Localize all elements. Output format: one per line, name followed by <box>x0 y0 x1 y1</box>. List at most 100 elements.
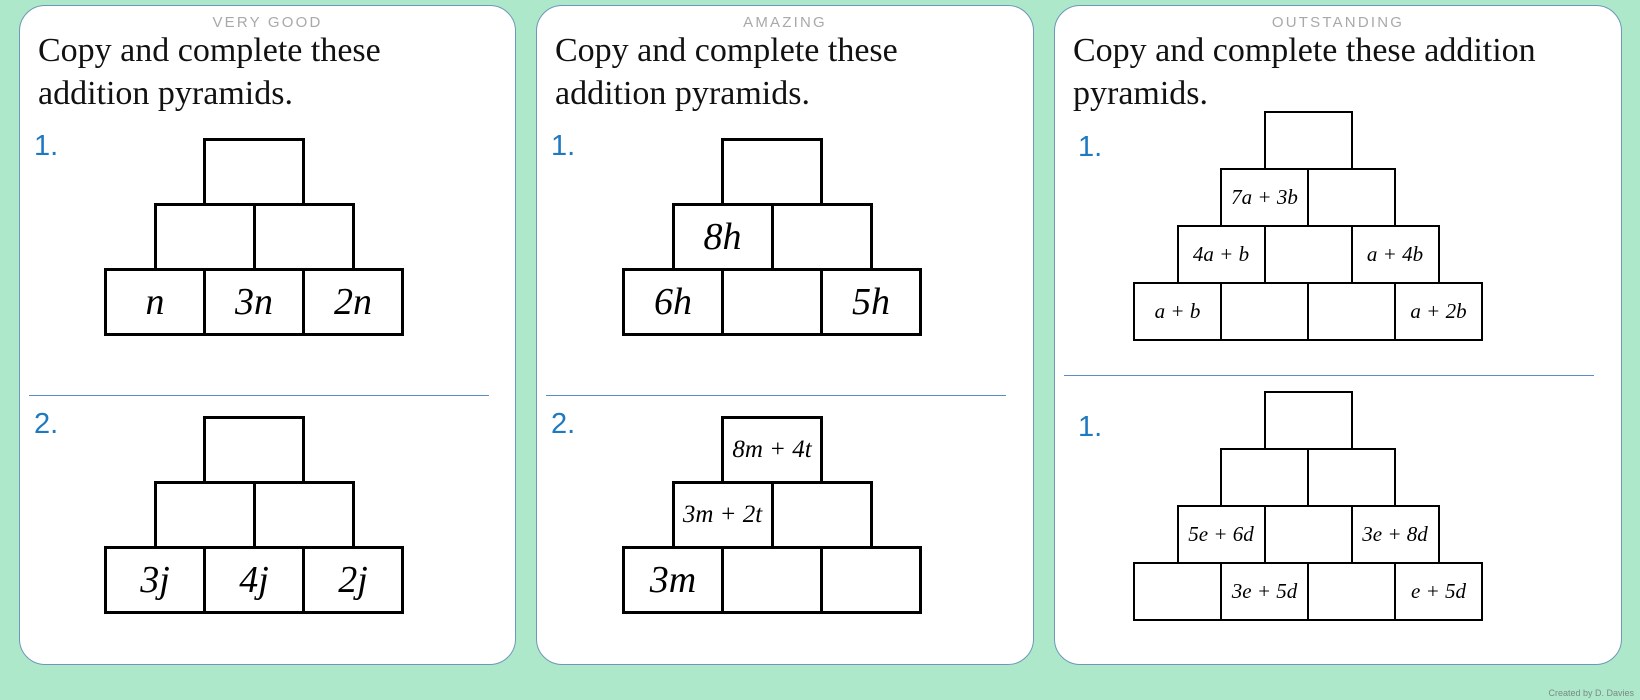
pyramid-cell-empty[interactable] <box>252 481 355 549</box>
pyramid-cell-value: 8h <box>703 216 742 258</box>
addition-pyramid-2-card-1[interactable]: 3j 4j 2j <box>104 416 404 614</box>
pyramid-cell-value: a + 4b <box>1366 242 1424 266</box>
pyramid-cell-filled[interactable]: 8m + 4t <box>721 416 823 484</box>
pyramid-cell-value: 5e + 6d <box>1188 522 1254 546</box>
question-number-1-card-3: 1. <box>1078 131 1103 163</box>
pyramid-cell-filled[interactable]: e + 5d <box>1394 562 1483 621</box>
pyramid-cell-empty[interactable] <box>153 481 256 549</box>
pyramid-cell-empty[interactable] <box>721 268 823 336</box>
pyramid-cell-value: n <box>145 281 165 323</box>
question-number-2-card-3: 1. <box>1078 411 1103 443</box>
footer-credit: Created by D. Davies <box>1548 688 1634 698</box>
section-divider-card-2 <box>546 395 1006 396</box>
card-heading-amazing: Copy and complete these addition pyramid… <box>555 32 898 112</box>
pyramid-cell-filled[interactable]: 7a + 3b <box>1220 168 1309 227</box>
pyramid-cell-filled[interactable]: 4a + b <box>1176 225 1266 284</box>
section-divider-card-1 <box>29 395 489 396</box>
pyramid-row: 8m + 4t <box>721 416 919 484</box>
pyramid-row: 5e + 6d 3e + 8d <box>1176 505 1482 564</box>
worksheet-card-very-good: VERY GOOD Copy and complete these additi… <box>19 5 516 665</box>
pyramid-cell-filled[interactable]: 8h <box>671 203 774 271</box>
question-number-2-card-1: 2. <box>34 408 59 440</box>
pyramid-cell-value: 3e + 8d <box>1362 522 1428 546</box>
pyramid-cell-empty[interactable] <box>1220 282 1309 341</box>
addition-pyramid-1-card-1[interactable]: n 3n 2n <box>104 138 404 336</box>
pyramid-cell-filled[interactable]: 3m <box>622 546 724 614</box>
card-banner-very-good: VERY GOOD <box>212 14 323 31</box>
pyramid-row: 4a + b a + 4b <box>1176 225 1482 284</box>
pyramid-cell-empty[interactable] <box>1220 448 1309 507</box>
pyramid-cell-empty[interactable] <box>770 481 873 549</box>
question-number-1-card-1: 1. <box>34 130 59 162</box>
pyramid-cell-empty[interactable] <box>721 138 823 206</box>
pyramid-cell-value: 3e + 5d <box>1231 579 1298 603</box>
pyramid-cell-filled[interactable]: 2n <box>302 268 404 336</box>
pyramid-cell-filled[interactable]: a + 2b <box>1394 282 1483 341</box>
pyramid-cell-empty[interactable] <box>770 203 873 271</box>
addition-pyramid-1-card-2[interactable]: 8h 6h 5h <box>622 138 922 336</box>
addition-pyramid-2-card-2[interactable]: 8m + 4t 3m + 2t 3m <box>622 416 922 614</box>
pyramid-cell-empty[interactable] <box>203 416 305 484</box>
pyramid-row: 3m <box>622 546 922 614</box>
pyramid-cell-value: 4j <box>239 559 269 601</box>
pyramid-cell-filled[interactable]: 4j <box>203 546 305 614</box>
pyramid-cell-filled[interactable]: 3j <box>104 546 206 614</box>
pyramid-cell-empty[interactable] <box>1133 562 1222 621</box>
pyramid-cell-value: 3n <box>235 281 273 323</box>
pyramid-cell-value: 3j <box>140 559 170 601</box>
pyramid-cell-empty[interactable] <box>1263 111 1353 170</box>
pyramid-row: 7a + 3b <box>1220 168 1481 227</box>
pyramid-cell-empty[interactable] <box>1307 562 1396 621</box>
pyramid-cell-empty[interactable] <box>820 546 922 614</box>
pyramid-cell-value: a + 2b <box>1410 299 1467 323</box>
pyramid-cell-empty[interactable] <box>1263 225 1353 284</box>
question-number-1-card-2: 1. <box>551 130 576 162</box>
pyramid-cell-empty[interactable] <box>1263 391 1353 450</box>
pyramid-cell-empty[interactable] <box>1307 448 1396 507</box>
pyramid-cell-filled[interactable]: 2j <box>302 546 404 614</box>
pyramid-cell-value: 7a + 3b <box>1231 185 1298 209</box>
card-banner-outstanding: OUTSTANDING <box>1271 14 1405 31</box>
card-heading-outstanding: Copy and complete these addition pyramid… <box>1073 32 1536 112</box>
pyramid-cell-filled[interactable]: 3e + 8d <box>1350 505 1440 564</box>
card-heading-very-good: Copy and complete these addition pyramid… <box>38 32 381 112</box>
pyramid-row <box>721 138 919 206</box>
pyramid-row: a + b a + 2b <box>1133 282 1483 341</box>
worksheet-card-outstanding: OUTSTANDING Copy and complete these addi… <box>1054 5 1622 665</box>
pyramid-cell-filled[interactable]: a + b <box>1133 282 1222 341</box>
pyramid-row <box>153 203 402 271</box>
pyramid-row <box>1220 448 1481 507</box>
pyramid-cell-value: 4a + b <box>1192 242 1250 266</box>
pyramid-row: 6h 5h <box>622 268 922 336</box>
pyramid-row <box>203 138 401 206</box>
pyramid-cell-value: 3m <box>649 559 697 601</box>
pyramid-cell-filled[interactable]: a + 4b <box>1350 225 1440 284</box>
addition-pyramid-2-card-3[interactable]: 5e + 6d 3e + 8d 3e + 5d e + 5d <box>1133 391 1483 621</box>
pyramid-cell-filled[interactable]: 3e + 5d <box>1220 562 1309 621</box>
pyramid-row: 3m + 2t <box>671 481 920 549</box>
pyramid-cell-value: 5h <box>852 281 890 323</box>
question-number-2-card-2: 2. <box>551 408 576 440</box>
card-banner-amazing: AMAZING <box>743 14 827 31</box>
pyramid-row: 3j 4j 2j <box>104 546 404 614</box>
pyramid-cell-empty[interactable] <box>1263 505 1353 564</box>
pyramid-cell-value: 2n <box>334 281 372 323</box>
pyramid-cell-filled[interactable]: 6h <box>622 268 724 336</box>
pyramid-cell-empty[interactable] <box>1307 168 1396 227</box>
pyramid-cell-empty[interactable] <box>1307 282 1396 341</box>
addition-pyramid-1-card-3[interactable]: 7a + 3b 4a + b a + 4b a + b a + 2b <box>1133 111 1483 341</box>
pyramid-cell-value: a + b <box>1154 299 1201 323</box>
pyramid-cell-empty[interactable] <box>153 203 256 271</box>
pyramid-cell-filled[interactable]: n <box>104 268 206 336</box>
pyramid-cell-empty[interactable] <box>721 546 823 614</box>
pyramid-cell-value: 3m + 2t <box>682 501 763 528</box>
pyramid-cell-filled[interactable]: 3m + 2t <box>671 481 774 549</box>
pyramid-row: n 3n 2n <box>104 268 404 336</box>
pyramid-cell-value: 6h <box>654 281 692 323</box>
pyramid-cell-empty[interactable] <box>252 203 355 271</box>
pyramid-row <box>153 481 402 549</box>
pyramid-cell-filled[interactable]: 5h <box>820 268 922 336</box>
pyramid-cell-filled[interactable]: 3n <box>203 268 305 336</box>
pyramid-cell-filled[interactable]: 5e + 6d <box>1176 505 1266 564</box>
pyramid-cell-empty[interactable] <box>203 138 305 206</box>
